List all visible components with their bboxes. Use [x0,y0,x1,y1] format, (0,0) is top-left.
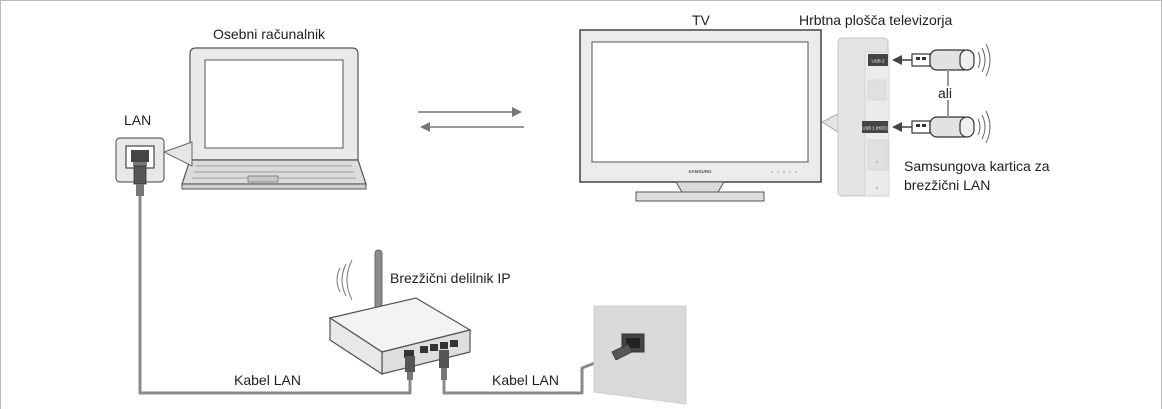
tv-icon: SAMSUNG [579,29,822,202]
lan-label: LAN [124,112,152,128]
wireless-dongle-icon [911,110,991,144]
cable-label-left: Kabel LAN [234,372,301,388]
usb1-port [862,121,888,133]
tv-label: TV [692,12,710,28]
usb2-port-label: USB 2 [871,59,885,64]
tv-brand: SAMSUNG [688,169,712,174]
router-icon [328,249,472,380]
tv-back-panel: USB 2 USB 1 (HDD) [820,37,890,197]
wireless-card-label-line1: Samsungova kartica za [904,158,1050,174]
data-exchange-arrows [418,107,524,132]
tv-back-panel-label: Hrbtna plošča televizorja [799,12,953,28]
cable-label-right: Kabel LAN [492,372,559,388]
router-label: Brezžični delilnik IP [390,270,511,286]
pc-label: Osebni računalnik [213,26,326,42]
wireless-dongle-icon [911,43,991,77]
usb1-port-label: USB 1 (HDD) [862,126,888,131]
wall-lan-jack-icon [593,305,687,405]
wireless-card-label-line2: brezžični LAN [904,177,991,193]
or-label: ali [938,85,953,101]
usb2-port [868,54,888,66]
lan-port-icon [115,137,193,196]
laptop-icon [181,47,367,190]
